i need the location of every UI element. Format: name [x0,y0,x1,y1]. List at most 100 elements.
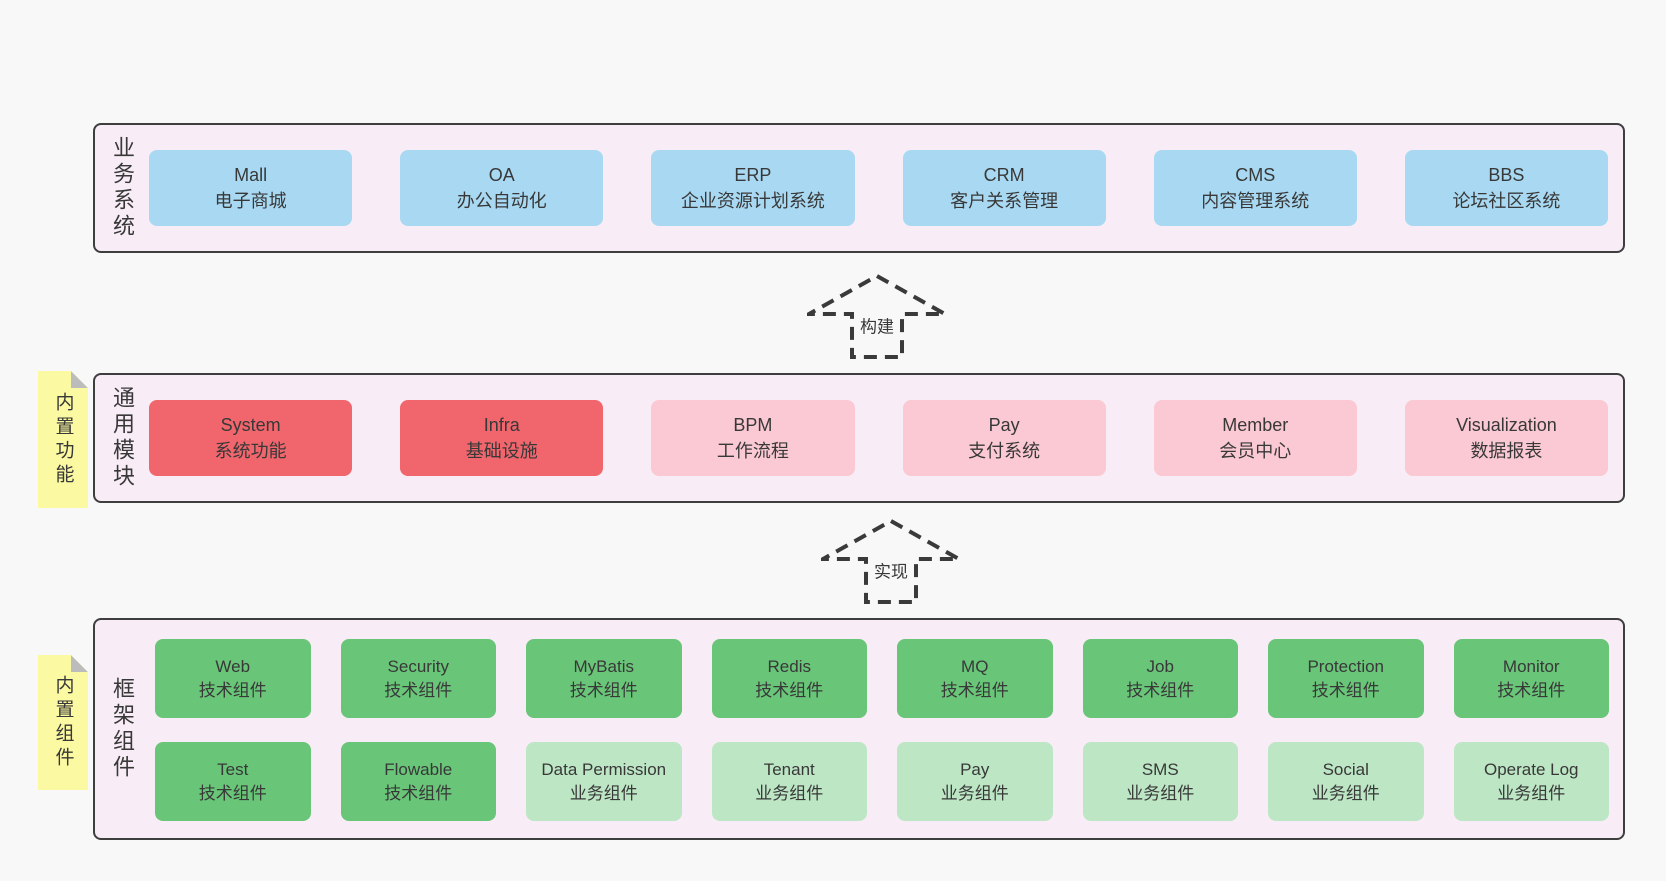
box-subtitle: 技术组件 [198,680,267,700]
box-protection: Protection 技术组件 [1268,639,1424,718]
box-pay: Pay 业务组件 [897,742,1053,821]
box-title: Web [215,656,251,676]
box-security: Security 技术组件 [340,639,496,718]
box-tenant: Tenant 业务组件 [711,742,867,821]
box-visualization: Visualization 数据报表 [1404,400,1609,476]
box-erp: ERP 企业资源计划系统 [651,150,855,226]
box-redis: Redis 技术组件 [711,639,867,718]
box-title: ERP [734,165,772,185]
box-subtitle: 业务组件 [1126,783,1195,803]
box-monitor: Monitor 技术组件 [1453,639,1609,718]
note-fold-corner-icon [71,371,88,388]
box-mall: Mall 电子商城 [149,150,353,226]
box-subtitle: 办公自动化 [456,191,547,211]
box-subtitle: 技术组件 [1126,680,1195,700]
box-title: Tenant [763,759,815,779]
box-subtitle: 客户关系管理 [950,191,1059,211]
box-subtitle: 技术组件 [384,680,453,700]
box-subtitle: 内容管理系统 [1201,191,1310,211]
box-flowable: Flowable 技术组件 [340,742,496,821]
box-title: Data Permission [541,759,667,779]
box-oa: OA 办公自动化 [400,150,604,226]
arrow-build: 构建 [807,273,947,360]
layer-common-modules: 通用模块 System 系统功能 Infra 基础设施 BPM 工作流程 Pay… [93,373,1625,503]
arrow-implement: 实现 [821,518,961,605]
box-title: BPM [733,415,773,435]
box-subtitle: 数据报表 [1470,441,1543,461]
layer-framework-components: 框架组件 Web 技术组件 Security 技术组件 MyBatis 技术组件… [93,618,1625,840]
box-subtitle: 技术组件 [940,680,1009,700]
box-subtitle: 技术组件 [384,783,453,803]
box-subtitle: 系统功能 [214,441,287,461]
business-systems-box-row: Mall 电子商城 OA 办公自动化 ERP 企业资源计划系统 CRM 客户关系… [149,150,1609,226]
box-title: Protection [1307,656,1385,676]
box-title: Monitor [1502,656,1560,676]
box-web: Web 技术组件 [155,639,311,718]
box-subtitle: 业务组件 [755,783,824,803]
note-builtin-components-text: 内置组件 [52,674,74,771]
dashed-up-arrow-icon [821,518,961,604]
box-subtitle: 业务组件 [1311,783,1380,803]
dashed-up-arrow-icon [807,273,947,359]
framework-components-box-grid: Web 技术组件 Security 技术组件 MyBatis 技术组件 Redi… [155,639,1609,821]
box-system: System 系统功能 [149,400,353,476]
box-data-permission: Data Permission 业务组件 [526,742,682,821]
box-title: System [220,415,281,435]
arrow-implement-label: 实现 [869,554,913,586]
sticky-note-builtin-components: 内置组件 [38,655,88,790]
box-title: Infra [483,415,520,435]
box-title: Flowable [384,759,453,779]
box-subtitle: 工作流程 [716,441,789,461]
box-subtitle: 业务组件 [569,783,638,803]
box-bpm: BPM 工作流程 [651,400,855,476]
box-cms: CMS 内容管理系统 [1153,150,1357,226]
box-title: MQ [961,656,989,676]
box-title: Security [387,656,449,676]
box-subtitle: 技术组件 [1311,680,1380,700]
box-title: CRM [983,165,1025,185]
box-subtitle: 电子商城 [214,191,287,211]
box-test: Test 技术组件 [155,742,311,821]
box-crm: CRM 客户关系管理 [902,150,1106,226]
layer-business-systems: 业务系统 Mall 电子商城 OA 办公自动化 ERP 企业资源计划系统 CRM… [93,123,1625,253]
note-builtin-features-text: 内置功能 [52,391,74,488]
box-subtitle: 论坛社区系统 [1452,191,1561,211]
box-social: Social 业务组件 [1268,742,1424,821]
box-subtitle: 支付系统 [968,441,1041,461]
box-subtitle: 技术组件 [1497,680,1566,700]
box-title: Pay [988,415,1020,435]
box-title: Redis [767,656,811,676]
box-title: Visualization [1456,415,1557,435]
sticky-note-builtin-features: 内置功能 [38,371,88,508]
box-title: Job [1146,656,1174,676]
box-subtitle: 基础设施 [465,441,538,461]
box-subtitle: 会员中心 [1219,441,1292,461]
box-bbs: BBS 论坛社区系统 [1404,150,1609,226]
box-title: MyBatis [573,656,634,676]
box-title: Test [217,759,249,779]
box-mybatis: MyBatis 技术组件 [526,639,682,718]
box-infra: Infra 基础设施 [400,400,604,476]
box-subtitle: 业务组件 [1497,783,1566,803]
box-subtitle: 技术组件 [198,783,267,803]
box-subtitle: 技术组件 [755,680,824,700]
box-title: SMS [1141,759,1179,779]
box-title: CMS [1235,165,1276,185]
box-member: Member 会员中心 [1153,400,1357,476]
box-operate-log: Operate Log 业务组件 [1453,742,1609,821]
box-title: Operate Log [1483,759,1579,779]
box-title: Mall [234,165,268,185]
box-title: BBS [1488,165,1525,185]
layer-modules-label: 通用模块 [110,386,135,490]
common-modules-box-row: System 系统功能 Infra 基础设施 BPM 工作流程 Pay 支付系统… [149,400,1609,476]
box-subtitle: 技术组件 [569,680,638,700]
box-title: Member [1222,415,1289,435]
box-title: Pay [960,759,990,779]
layer-business-label: 业务系统 [110,136,135,240]
layer-components-label: 框架组件 [110,677,135,781]
box-pay: Pay 支付系统 [902,400,1106,476]
arrow-build-label: 构建 [855,309,899,341]
box-title: OA [488,165,515,185]
box-job: Job 技术组件 [1082,639,1238,718]
